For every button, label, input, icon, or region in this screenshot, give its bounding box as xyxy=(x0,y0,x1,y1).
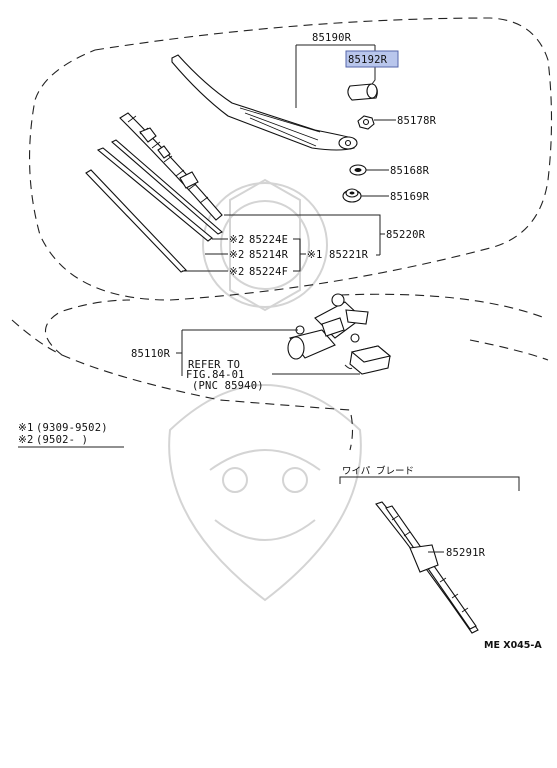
label-85168r[interactable]: 85168R xyxy=(390,165,430,177)
relay-box xyxy=(344,345,392,375)
label-85291r[interactable]: 85291R xyxy=(446,547,486,559)
label-85224e[interactable]: 85224E xyxy=(249,234,288,246)
label-85169r[interactable]: 85169R xyxy=(390,191,430,203)
watermark-emblem xyxy=(168,178,362,602)
label-85190r[interactable]: 85190R xyxy=(312,32,352,44)
grommet xyxy=(342,188,362,203)
legend-mark-1: ※1 xyxy=(18,422,34,434)
refer-line-1[interactable]: REFER TO xyxy=(188,359,240,371)
label-85220r[interactable]: 85220R xyxy=(386,229,426,241)
diagram-code: ME X045-A xyxy=(484,640,542,651)
mark-x1: ※1 xyxy=(307,249,323,261)
wiper-cap xyxy=(347,83,378,101)
refer-line-3: (PNC 85940) xyxy=(192,380,264,392)
wiper-motor xyxy=(287,293,369,360)
mark-x2-r: ※2 xyxy=(229,249,245,261)
rear-window-outline xyxy=(11,17,553,451)
label-85110r[interactable]: 85110R xyxy=(131,348,171,360)
washer xyxy=(349,164,367,176)
wiper-blade-heading: ワイパ ブレード xyxy=(342,465,414,477)
legend-range-2: (9502- ) xyxy=(36,434,88,446)
wiper-arm xyxy=(171,54,358,151)
label-85192r[interactable]: 85192R xyxy=(348,54,388,66)
highlight-85192r xyxy=(345,50,399,68)
label-85221r[interactable]: 85221R xyxy=(329,249,369,261)
label-85214r[interactable]: 85214R xyxy=(249,249,289,261)
nut xyxy=(357,115,375,130)
legend-mark-2: ※2 xyxy=(18,434,34,446)
label-85178r[interactable]: 85178R xyxy=(397,115,437,127)
rear-wiper-blade xyxy=(375,501,479,634)
wiper-blade-assembly xyxy=(119,112,223,221)
label-85224f[interactable]: 85224F xyxy=(249,266,288,278)
wiper-rubber-strips xyxy=(85,139,223,273)
mark-x2-f: ※2 xyxy=(229,266,245,278)
mark-x2-e: ※2 xyxy=(229,234,245,246)
leader-lines xyxy=(176,44,520,553)
refer-line-2[interactable]: FIG.84-01 xyxy=(186,369,245,381)
legend-range-1: (9309-9502) xyxy=(36,422,108,434)
